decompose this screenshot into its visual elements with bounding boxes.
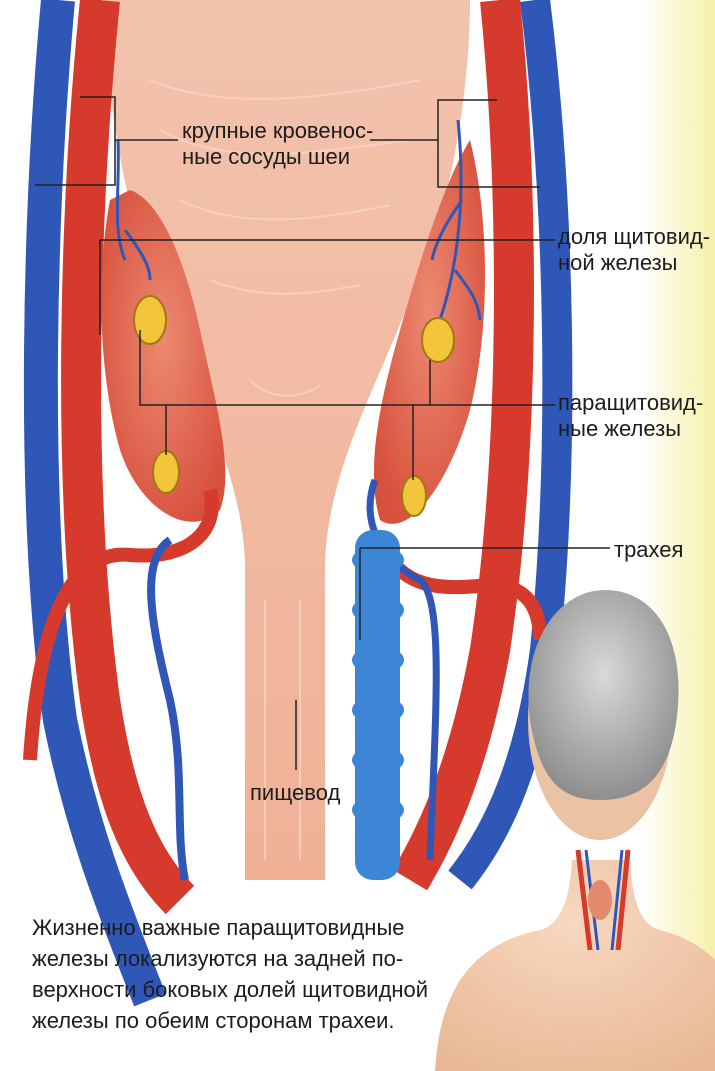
label-esophagus: пищевод <box>250 780 340 806</box>
label-parathyroid-line1: паращитовид- <box>558 390 703 415</box>
label-parathyroid: паращитовид- ные железы <box>558 390 703 442</box>
label-vessels-line1: крупные кровенос- <box>182 118 373 143</box>
parathyroid-left-upper <box>134 296 166 344</box>
label-parathyroid-line2: ные железы <box>558 416 681 441</box>
label-vessels-line2: ные сосуды шеи <box>182 144 350 169</box>
label-thyroid-lobe: доля щитовид- ной железы <box>558 224 710 276</box>
caption-line-1: Жизненно важные паращитовидные <box>32 912 432 943</box>
person-hair <box>528 590 678 800</box>
label-vessels: крупные кровенос- ные сосуды шеи <box>182 118 373 170</box>
caption-line-4: железы по обеим сторонам трахеи. <box>32 1005 432 1036</box>
label-thyroid-line2: ной железы <box>558 250 678 275</box>
label-thyroid-line1: доля щитовид- <box>558 224 710 249</box>
page-edge-strip <box>640 0 715 1071</box>
left-inferior-vein <box>151 540 185 880</box>
label-trachea: трахея <box>614 537 683 563</box>
caption-line-2: железы локализуются на задней по- <box>32 943 432 974</box>
parathyroid-left-lower <box>153 451 179 493</box>
caption: Жизненно важные паращитовидные железы ло… <box>32 912 432 1036</box>
parathyroid-right-lower <box>402 476 426 516</box>
caption-line-3: верхности боковых долей щитовидной <box>32 974 432 1005</box>
parathyroid-right-upper <box>422 318 454 362</box>
